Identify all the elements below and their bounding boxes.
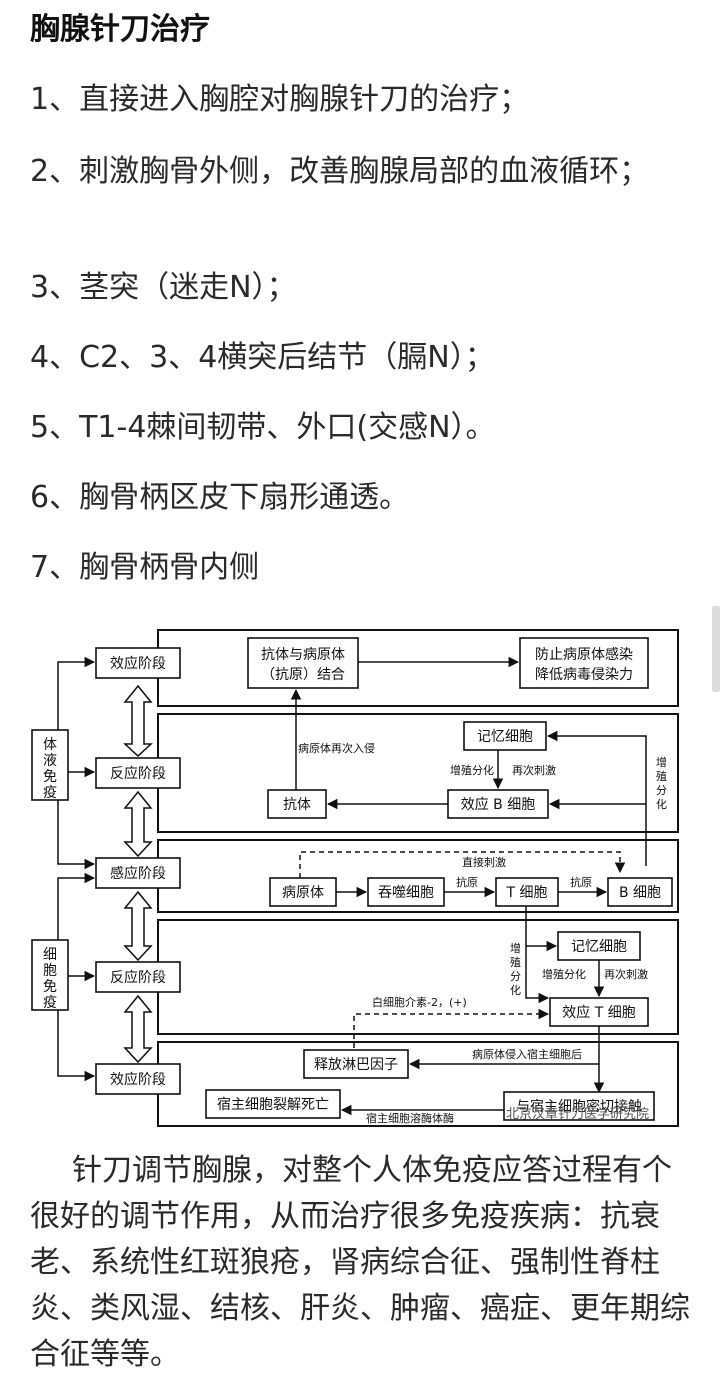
- antibody-box: [267, 789, 327, 819]
- b-cell-box: [607, 877, 673, 907]
- effector-t-cell-box: [549, 997, 649, 1027]
- svg-text:直接刺激: 直接刺激: [462, 855, 506, 869]
- svg-text:再次刺激: 再次刺激: [604, 967, 648, 981]
- close-contact-box: [503, 1091, 655, 1121]
- svg-text:效应 T 细胞: 效应 T 细胞: [562, 1004, 635, 1021]
- side-char: 免: [43, 979, 57, 995]
- svg-text:抗原: 抗原: [570, 875, 592, 889]
- stage-box: [95, 1063, 181, 1095]
- stage-box: [95, 647, 181, 679]
- list-item: 1、直接进入胸腔对胸腺针刀的治疗；: [30, 82, 530, 117]
- svg-text:宿主细胞裂解死亡: 宿主细胞裂解死亡: [217, 1096, 329, 1113]
- svg-text:化: 化: [656, 797, 667, 811]
- svg-text:与宿主细胞密切接触: 与宿主细胞密切接触: [516, 1098, 642, 1115]
- svg-text:释放淋巴因子: 释放淋巴因子: [314, 1057, 398, 1073]
- list-item: 4、C2、3、4横突后结节（膈N）；: [30, 340, 495, 375]
- double-arrow-icon: [123, 790, 153, 858]
- double-arrow-icon: [123, 684, 153, 758]
- stage-label: 反应阶段: [110, 969, 166, 986]
- svg-text:T 细胞: T 细胞: [505, 885, 547, 901]
- prevent-infection-box: [519, 637, 649, 689]
- humoral-immunity-box: [31, 729, 69, 801]
- svg-text:再次刺激: 再次刺激: [512, 763, 556, 777]
- svg-text:记忆细胞: 记忆细胞: [477, 729, 533, 745]
- host-cell-death-box: [205, 1089, 341, 1119]
- stage-label: 效应阶段: [110, 655, 166, 672]
- pathogen-box: [269, 877, 337, 907]
- svg-text:抗体: 抗体: [283, 797, 311, 813]
- summary-paragraph: 针刀调节胸腺，对整个人体免疫应答过程有个很好的调节作用，从而治疗很多免疫疾病：抗…: [30, 1153, 690, 1372]
- double-arrow-icon: [123, 994, 153, 1064]
- memory-t-cell-box: [557, 931, 641, 961]
- stage-box: [95, 757, 181, 789]
- stage-label: 效应阶段: [110, 1071, 166, 1088]
- svg-text:增殖分化: 增殖分化: [542, 967, 586, 981]
- svg-text:殖: 殖: [510, 956, 521, 969]
- side-char: 免: [43, 769, 57, 785]
- svg-text:病原体: 病原体: [282, 885, 324, 901]
- antibody-binding-box: [247, 637, 359, 689]
- svg-text:分: 分: [510, 970, 521, 983]
- svg-text:增: 增: [656, 755, 667, 769]
- svg-text:防止病原体感染: 防止病原体感染: [535, 646, 633, 663]
- svg-text:（抗原）结合: （抗原）结合: [261, 667, 345, 683]
- list-item: 3、茎突（迷走N）；: [30, 270, 297, 305]
- t-cell-box: [495, 877, 559, 907]
- watermark-text: 北京汉章针刀医学研究院: [506, 1106, 649, 1122]
- effector-b-cell-box: [447, 789, 549, 819]
- double-arrow-icon: [123, 890, 153, 962]
- stage-label: 反应阶段: [110, 765, 166, 782]
- list-item: 7、胸骨柄骨内侧: [30, 550, 260, 585]
- immune-response-diagram: 体 液 免 疫 细 胞 免 疫 效应阶段 反应阶段 感应阶段 反应阶段 效应阶段…: [28, 622, 688, 1132]
- panel-reaction-humoral: [157, 713, 679, 833]
- svg-text:化: 化: [510, 983, 521, 997]
- svg-text:记忆细胞: 记忆细胞: [571, 939, 627, 955]
- svg-text:殖: 殖: [656, 770, 667, 783]
- lymphokine-box: [303, 1049, 409, 1079]
- list-item: 6、胸骨柄区皮下扇形通透。: [30, 480, 410, 515]
- svg-text:增: 增: [510, 941, 521, 955]
- svg-text:病原体再次入侵: 病原体再次入侵: [298, 741, 375, 755]
- list-item: 5、T1-4棘间韧带、外口(交感N）。: [30, 410, 496, 445]
- side-char: 疫: [43, 785, 57, 801]
- list-item: 2、刺激胸骨外侧，改善胸腺局部的血液循环；: [30, 154, 650, 189]
- svg-text:增殖分化: 增殖分化: [450, 763, 494, 777]
- stage-box: [95, 857, 181, 889]
- svg-text:分: 分: [656, 784, 667, 797]
- svg-text:抗原: 抗原: [456, 875, 478, 889]
- memory-cell-box: [463, 721, 547, 751]
- stage-box: [95, 961, 181, 993]
- side-char: 胞: [43, 963, 57, 979]
- cellular-immunity-box: [31, 939, 69, 1011]
- svg-text:效应 B 细胞: 效应 B 细胞: [461, 796, 536, 813]
- side-char: 体: [43, 737, 57, 753]
- side-char: 细: [43, 947, 57, 963]
- stage-label: 感应阶段: [110, 865, 166, 882]
- svg-text:降低病毒侵染力: 降低病毒侵染力: [535, 666, 633, 683]
- svg-text:抗体与病原体: 抗体与病原体: [261, 647, 345, 663]
- scrollbar-thumb[interactable]: [712, 606, 720, 692]
- svg-text:宿主细胞溶酶体酶: 宿主细胞溶酶体酶: [366, 1111, 454, 1125]
- svg-text:B 细胞: B 细胞: [619, 885, 661, 901]
- svg-text:病原体侵入宿主细胞后: 病原体侵入宿主细胞后: [472, 1047, 582, 1061]
- side-char: 疫: [43, 995, 57, 1011]
- svg-text:吞噬细胞: 吞噬细胞: [378, 885, 434, 901]
- svg-text:白细胞介素-2，(+): 白细胞介素-2，(+): [372, 995, 467, 1009]
- side-char: 液: [43, 753, 57, 769]
- page-title: 胸腺针刀治疗: [30, 12, 210, 47]
